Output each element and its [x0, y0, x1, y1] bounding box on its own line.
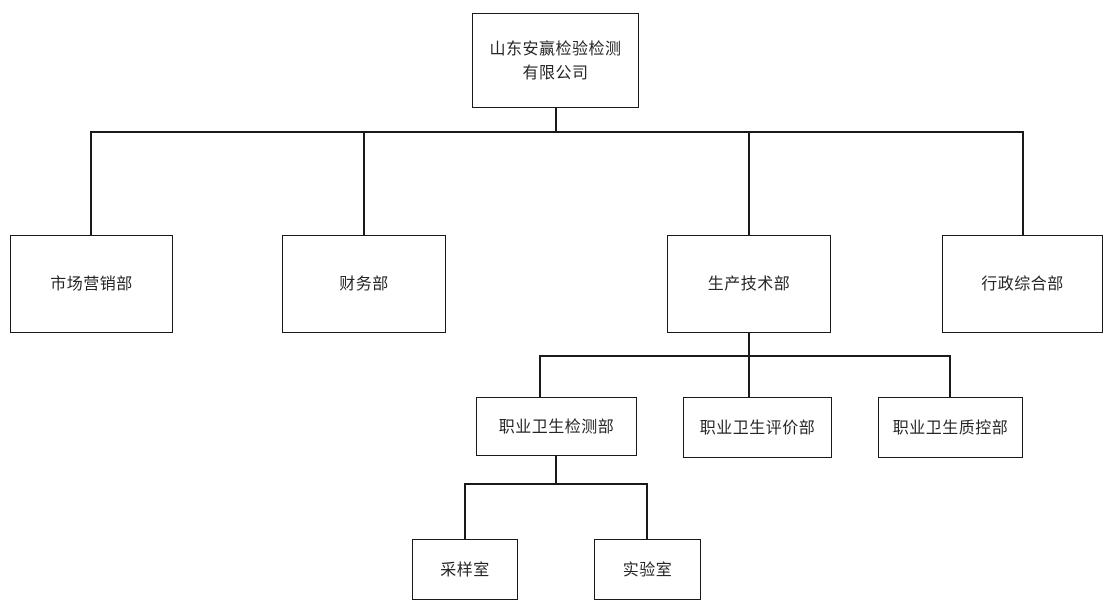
org-node-sampling-room[interactable]: 采样室	[412, 539, 518, 600]
connector-level3-bus	[464, 483, 648, 485]
org-node-production-tech[interactable]: 生产技术部	[667, 235, 831, 333]
connector-drop-sampling	[464, 483, 466, 540]
connector-oh-testing-stem	[555, 456, 557, 484]
connector-drop-oh-testing	[539, 355, 541, 398]
connector-drop-marketing	[90, 131, 92, 236]
org-node-oh-quality-control[interactable]: 职业卫生质控部	[878, 397, 1023, 458]
org-node-administration[interactable]: 行政综合部	[942, 235, 1103, 333]
connector-drop-oh-qc	[949, 355, 951, 398]
connector-root-stem	[555, 108, 557, 132]
connector-drop-laboratory	[646, 483, 648, 540]
connector-production-stem	[748, 333, 750, 356]
connector-level2-bus	[539, 355, 950, 357]
connector-level1-bus	[90, 131, 1023, 133]
connector-drop-oh-eval	[748, 355, 750, 398]
org-node-laboratory[interactable]: 实验室	[594, 539, 701, 600]
org-node-marketing[interactable]: 市场营销部	[10, 235, 173, 333]
connector-drop-admin	[1022, 131, 1024, 236]
connector-drop-production	[748, 131, 750, 236]
org-node-oh-evaluation[interactable]: 职业卫生评价部	[683, 397, 832, 458]
connector-drop-finance	[363, 131, 365, 236]
org-node-finance[interactable]: 财务部	[282, 235, 446, 333]
org-node-root[interactable]: 山东安赢检验检测 有限公司	[472, 13, 639, 108]
org-node-oh-testing[interactable]: 职业卫生检测部	[476, 397, 637, 456]
